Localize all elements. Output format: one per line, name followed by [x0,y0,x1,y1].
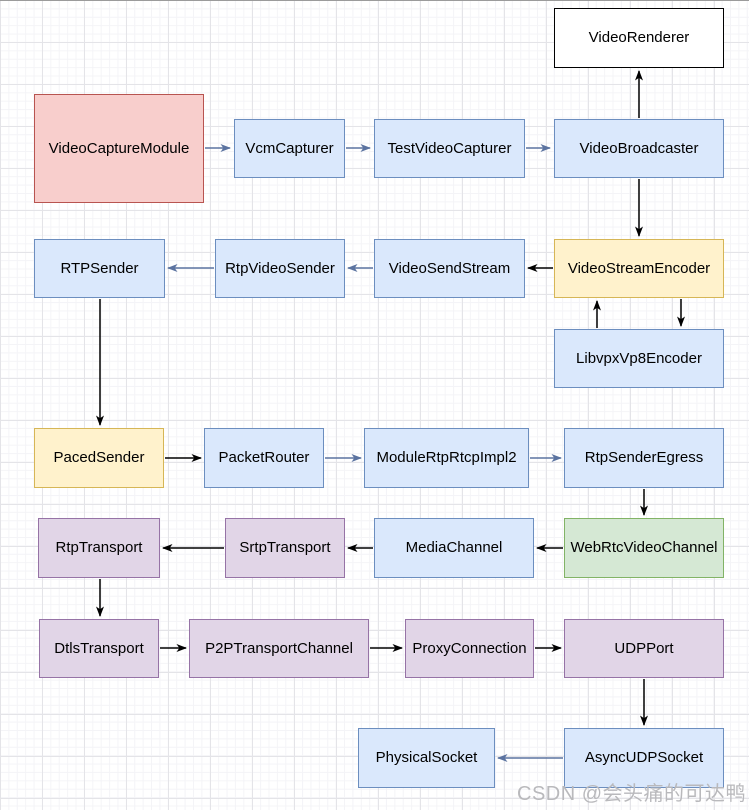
csdn-watermark: CSDN @会头痛的可达鸭 [517,783,747,805]
node-dtls-transport: DtlsTransport [39,619,159,678]
node-vcm-capturer: VcmCapturer [234,119,345,178]
node-proxy-connection: ProxyConnection [405,619,534,678]
node-rtp-sender-egress: RtpSenderEgress [564,428,724,488]
node-video-renderer: VideoRenderer [554,8,724,68]
node-rtp-video-sender: RtpVideoSender [215,239,345,298]
node-video-send-stream: VideoSendStream [374,239,525,298]
node-video-stream-encoder: VideoStreamEncoder [554,239,724,298]
node-packet-router: PacketRouter [204,428,324,488]
node-async-udp-socket: AsyncUDPSocket [564,728,724,788]
node-webrtc-video-channel: WebRtcVideoChannel [564,518,724,578]
node-p2p-transport-channel: P2PTransportChannel [189,619,369,678]
node-rtp-transport: RtpTransport [38,518,160,578]
node-rtp-sender: RTPSender [34,239,165,298]
node-srtp-transport: SrtpTransport [225,518,345,578]
node-physical-socket: PhysicalSocket [358,728,495,788]
node-video-broadcaster: VideoBroadcaster [554,119,724,178]
node-udp-port: UDPPort [564,619,724,678]
node-paced-sender: PacedSender [34,428,164,488]
node-module-rtp-rtcp-impl2: ModuleRtpRtcpImpl2 [364,428,529,488]
node-libvpx-vp8-encoder: LibvpxVp8Encoder [554,329,724,388]
page-top-divider [0,0,749,1]
node-video-capture-module: VideoCaptureModule [34,94,204,203]
node-media-channel: MediaChannel [374,518,534,578]
node-test-video-capturer: TestVideoCapturer [374,119,525,178]
